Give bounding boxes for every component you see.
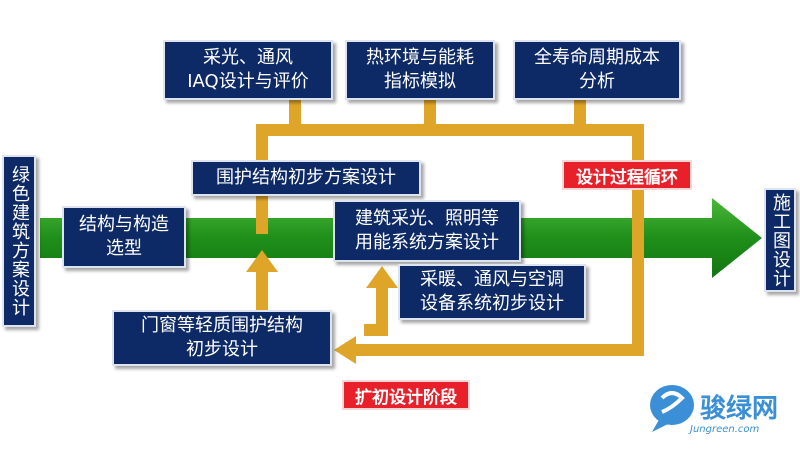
preliminary-design-stage-label: 扩初设计阶段: [342, 380, 470, 410]
left-stage-label: 绿色建筑方案设计: [2, 155, 36, 327]
hvac-box: 采暖、通风与空调 设备系统初步设计: [398, 264, 586, 320]
design-cycle-label: 设计过程循环: [562, 160, 692, 190]
logo-name: 骏绿网: [700, 394, 779, 424]
logo-mark: [650, 385, 694, 432]
right-stage-label: 施工图设计: [764, 188, 796, 292]
structure-box: 结构与构造 选型: [62, 206, 186, 268]
lifecycle-cost-box: 全寿命周期成本 分析: [513, 40, 681, 100]
logo-url: Jungreen.com: [690, 424, 760, 435]
thermal-energy-box: 热环境与能耗 指标模拟: [345, 40, 495, 100]
windows-envelope-box: 门窗等轻质围护结构 初步设计: [112, 310, 332, 366]
envelope-prelim-box: 围护结构初步方案设计: [191, 160, 421, 196]
daylight-ventilation-box: 采光、通风 IAQ设计与评价: [163, 40, 333, 100]
lighting-system-box: 建筑采光、照明等 用能系统方案设计: [333, 200, 521, 262]
design-loop: [246, 100, 644, 364]
